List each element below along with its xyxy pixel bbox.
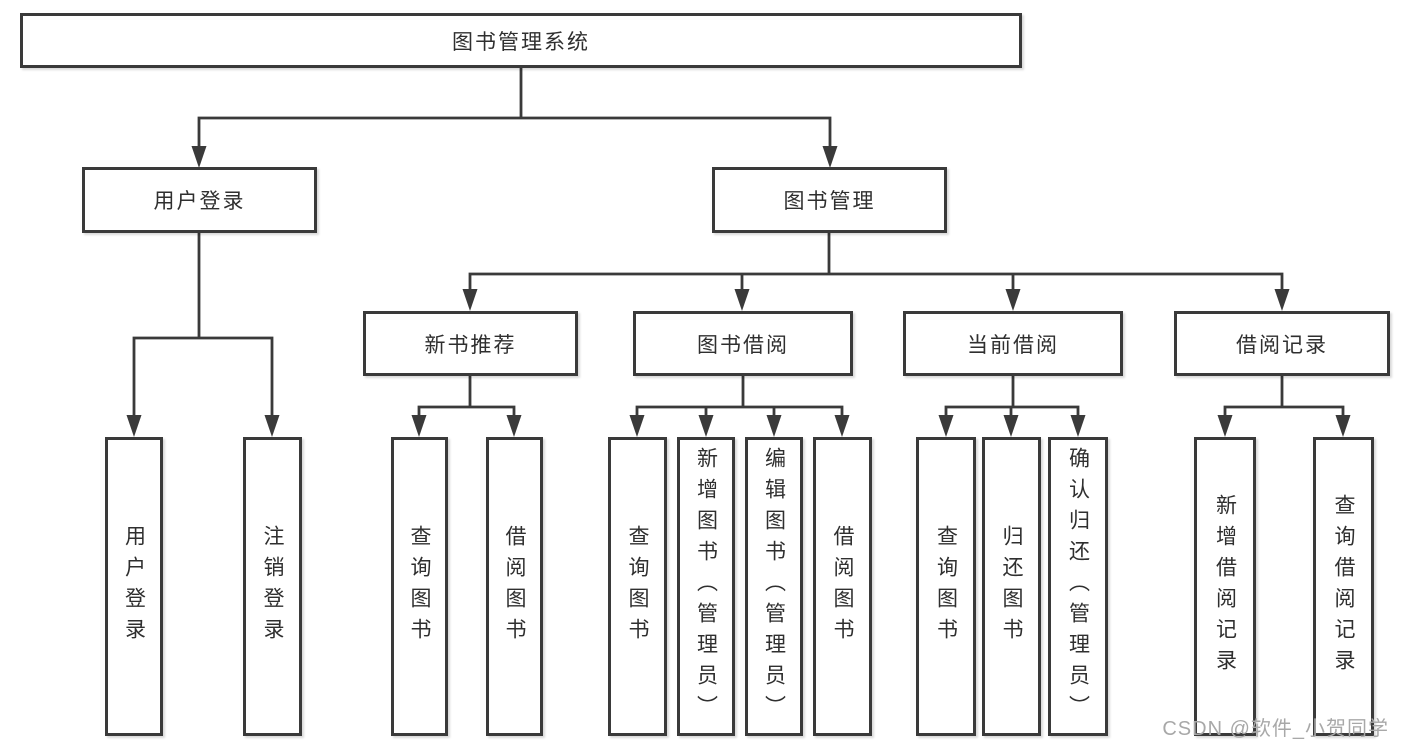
- arrow-down-icon: [126, 415, 142, 437]
- arrow-down-icon: [1070, 415, 1086, 437]
- node-current-borrow: 当前借阅: [903, 311, 1123, 376]
- arrow-down-icon: [264, 415, 280, 437]
- node-label: 新增图书（管理员）: [694, 447, 718, 726]
- arrow-down-icon: [629, 415, 645, 437]
- arrowheads: [126, 146, 1351, 437]
- node-label: 借阅记录: [1236, 333, 1328, 357]
- node-label: 借阅图书: [503, 524, 526, 649]
- arrow-down-icon: [1005, 289, 1021, 311]
- leaf-add-book-admin: 新增图书（管理员）: [677, 437, 735, 736]
- connector-current-borrow-branch: [944, 374, 1080, 420]
- connector-borrow-record-branch: [1223, 374, 1345, 420]
- leaf-confirm-return-admin: 确认归还（管理员）: [1048, 437, 1108, 736]
- node-label: 查询借阅记录: [1332, 493, 1355, 680]
- node-label: 确认归还（管理员）: [1066, 447, 1090, 726]
- leaf-query-borrow-record: 查询借阅记录: [1313, 437, 1374, 736]
- arrow-down-icon: [734, 289, 750, 311]
- node-label: 图书管理: [783, 190, 876, 213]
- connector-book-borrow-branch: [635, 374, 844, 420]
- leaf-query-books-borrow: 查询图书: [608, 437, 667, 736]
- arrow-down-icon: [411, 415, 427, 437]
- connector-book-management-branch: [468, 231, 1284, 294]
- node-label: 借阅图书: [831, 524, 854, 649]
- leaf-query-books-recommend: 查询图书: [391, 437, 448, 736]
- connector-user-login-branch: [132, 231, 274, 420]
- arrow-down-icon: [698, 415, 714, 437]
- node-label: 归还图书: [1000, 524, 1023, 649]
- arrow-down-icon: [1274, 289, 1290, 311]
- arrow-down-icon: [506, 415, 522, 437]
- node-label: 查询图书: [626, 524, 649, 649]
- leaf-return-book: 归还图书: [982, 437, 1041, 736]
- arrow-down-icon: [191, 146, 207, 168]
- arrow-down-icon: [462, 289, 478, 311]
- connector-new-book-branch: [417, 374, 516, 420]
- node-label: 注销登录: [261, 524, 284, 649]
- node-label: 用户登录: [153, 190, 246, 213]
- arrow-down-icon: [834, 415, 850, 437]
- node-book-management: 图书管理: [712, 167, 947, 233]
- arrow-down-icon: [822, 146, 838, 168]
- node-label: 图书管理系统: [452, 30, 590, 54]
- leaf-user-login: 用户登录: [105, 437, 163, 736]
- node-borrow-records: 借阅记录: [1174, 311, 1390, 376]
- watermark: CSDN @软件_小贺同学: [1162, 718, 1389, 740]
- node-user-login: 用户登录: [82, 167, 317, 233]
- connector-root-to-level2: [197, 66, 832, 152]
- leaf-add-borrow-record: 新增借阅记录: [1194, 437, 1256, 736]
- leaf-borrow-books-recommend: 借阅图书: [486, 437, 543, 736]
- leaf-logout: 注销登录: [243, 437, 302, 736]
- node-label: 用户登录: [122, 524, 146, 649]
- arrow-down-icon: [1003, 415, 1019, 437]
- node-library-management-system: 图书管理系统: [20, 13, 1022, 68]
- leaf-edit-book-admin: 编辑图书（管理员）: [745, 437, 803, 736]
- node-book-borrow: 图书借阅: [633, 311, 853, 376]
- leaf-borrow-books: 借阅图书: [813, 437, 872, 736]
- node-label: 当前借阅: [967, 333, 1059, 357]
- arrow-down-icon: [1217, 415, 1233, 437]
- node-label: 新增借阅记录: [1213, 493, 1237, 680]
- node-label: 查询图书: [934, 524, 958, 649]
- node-new-book-recommend: 新书推荐: [363, 311, 578, 376]
- node-label: 查询图书: [408, 524, 431, 649]
- node-label: 新书推荐: [424, 333, 517, 357]
- node-label: 编辑图书（管理员）: [762, 447, 786, 726]
- leaf-query-books-current: 查询图书: [916, 437, 976, 736]
- arrow-down-icon: [1335, 415, 1351, 437]
- arrow-down-icon: [766, 415, 782, 437]
- node-label: 图书借阅: [697, 333, 789, 357]
- arrow-down-icon: [938, 415, 954, 437]
